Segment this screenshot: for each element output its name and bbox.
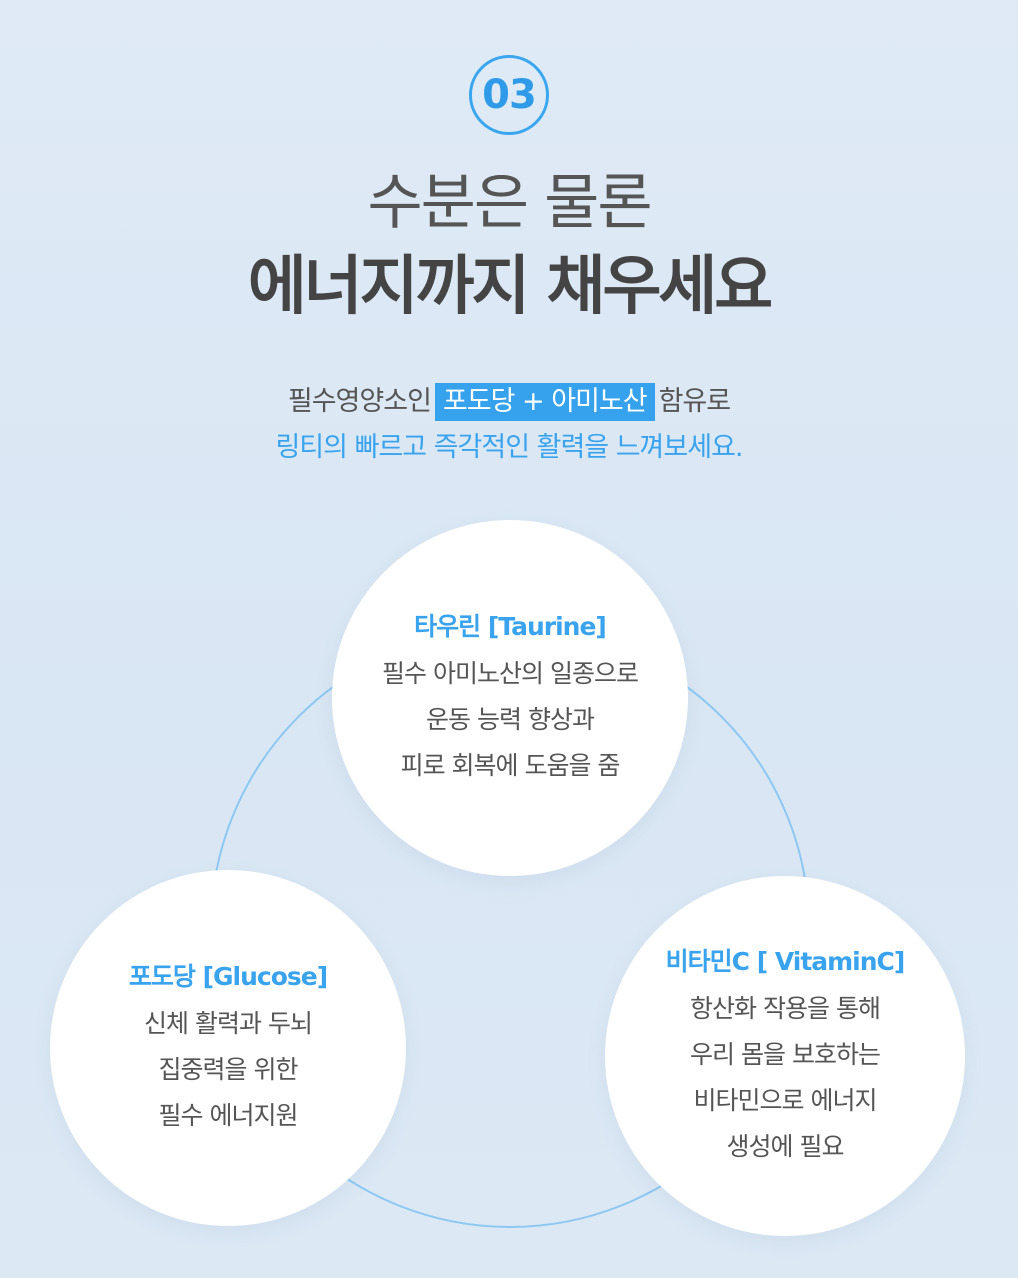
- step-number: 03: [482, 72, 537, 118]
- ingredient-title: 포도당 [Glucose]: [128, 962, 328, 991]
- ingredient-circle-taurine: 타우린 [Taurine] 필수 아미노산의 일종으로 운동 능력 향상과 피로…: [332, 520, 688, 876]
- ingredient-text-line: 신체 활력과 두뇌: [144, 1009, 313, 1038]
- description-highlight: 포도당 + 아미노산: [434, 383, 655, 421]
- ingredient-title: 타우린 [Taurine]: [414, 612, 607, 641]
- headline-line1: 수분은 물론: [367, 168, 652, 238]
- ingredient-text-line: 피로 회복에 도움을 줌: [400, 751, 621, 780]
- ingredient-text-line: 필수 아미노산의 일종으로: [382, 659, 639, 688]
- ingredient-text-line: 필수 에너지원: [158, 1101, 299, 1130]
- ingredient-title: 비타민C [ VitaminC]: [665, 947, 906, 976]
- description-prefix: 필수영양소인: [287, 386, 432, 417]
- ingredient-text-line: 항산화 작용을 통해: [690, 994, 881, 1023]
- ingredient-text-line: 우리 몸을 보호하는: [690, 1040, 881, 1069]
- headline-line2: 에너지까지 채우세요: [247, 250, 773, 324]
- step-number-badge: 03: [469, 55, 549, 135]
- description-line2: 링티의 빠르고 즉각적인 활력을 느껴보세요.: [275, 432, 743, 463]
- ingredient-circle-vitaminc: 비타민C [ VitaminC] 항산화 작용을 통해 우리 몸을 보호하는 비…: [605, 876, 965, 1236]
- ingredient-text-line: 운동 능력 향상과: [426, 705, 595, 734]
- ingredient-text-line: 비타민으로 에너지: [693, 1086, 878, 1115]
- ingredient-text-line: 집중력을 위한: [158, 1055, 299, 1084]
- description-suffix: 함유로: [658, 386, 732, 417]
- ingredient-circle-glucose: 포도당 [Glucose] 신체 활력과 두뇌 집중력을 위한 필수 에너지원: [50, 870, 406, 1226]
- ingredient-text-line: 생성에 필요: [726, 1132, 845, 1161]
